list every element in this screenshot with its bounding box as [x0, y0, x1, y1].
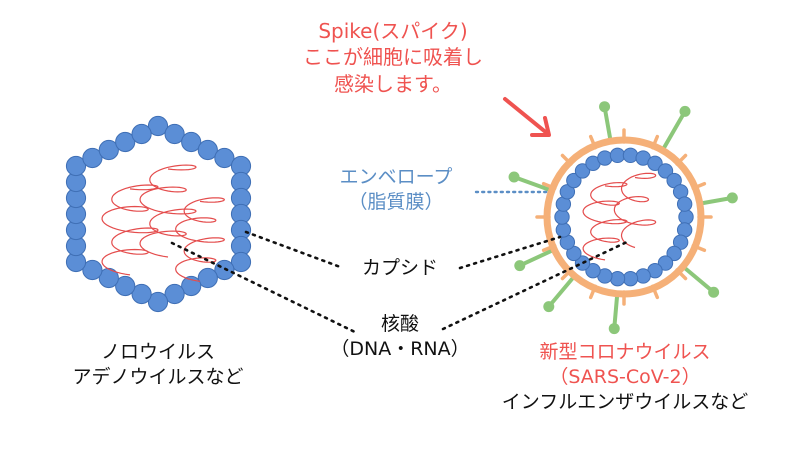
right-virus-nucleic-acid: [582, 172, 657, 261]
envelope-with-spikes: [508, 101, 738, 335]
capsid-bead: [147, 115, 169, 137]
spike-head: [608, 323, 620, 335]
capsid-bead: [657, 255, 674, 271]
capsid-bead: [609, 147, 626, 164]
capsid-bead: [115, 275, 136, 297]
capsid-bead: [131, 123, 152, 145]
envelope-label-line-1: エンベロープ: [339, 166, 453, 188]
capsid-bead: [676, 196, 693, 212]
spike-stalk: [517, 247, 557, 268]
capsid-bead: [622, 147, 639, 164]
left-virus-nucleic-acid: [101, 164, 225, 282]
envelope-membrane: [543, 136, 705, 298]
spike-label: Spike(スパイク) ここが細胞に吸着し 感染します。: [303, 18, 483, 97]
nucleic-acid-strand: [582, 181, 628, 261]
nucleic-acid-strand: [175, 197, 225, 282]
capsid-bead: [82, 147, 103, 169]
leader-capsid-right: [458, 235, 562, 270]
capsid-bead: [147, 291, 169, 313]
spike-head: [508, 171, 520, 183]
spike-label-line-1: Spike(スパイク): [318, 19, 468, 43]
capsid-label-text: カプシド: [361, 257, 439, 279]
capsid-bead: [164, 123, 185, 145]
capsid-label: カプシド: [362, 256, 438, 281]
left-virus-caption-line-1: ノロウイルス: [100, 341, 216, 363]
spike-pointer-arrow: [503, 97, 551, 137]
capsid-bead: [98, 139, 119, 161]
leader-lines: [170, 230, 631, 335]
capsid-bead: [230, 251, 252, 273]
capsid-bead: [181, 131, 202, 153]
capsid-bead: [585, 262, 601, 279]
nucleic-acid-strand: [139, 164, 197, 258]
capsid-bead: [164, 283, 185, 305]
spike-head: [514, 260, 526, 272]
nucleic-acid-label-line-2: （DNA・RNA）: [330, 338, 470, 361]
spike-stalk: [512, 174, 554, 193]
capsid-bead: [65, 155, 87, 177]
right-virus-caption-line-2: （SARS-CoV-2）: [549, 366, 701, 389]
nucleic-acid-label-line-1: 核酸: [380, 313, 420, 335]
capsid-bead: [622, 270, 639, 287]
right-virus-caption-line-1: 新型コロナウイルス: [539, 341, 711, 363]
nucleic-acid-strand: [613, 172, 657, 249]
leader-nucleic-right: [441, 239, 631, 331]
capsid-bead: [554, 209, 570, 225]
capsid-bead: [131, 283, 152, 305]
leader-capsid-left: [244, 230, 345, 270]
left-virus-capsid: [65, 115, 252, 313]
capsid-bead: [609, 270, 626, 287]
spike-stalk: [660, 109, 687, 153]
leader-nucleic-left: [170, 241, 359, 335]
spike-head: [726, 192, 738, 204]
capsid-bead: [678, 209, 694, 225]
capsid-bead: [657, 163, 674, 179]
left-virus-caption-line-2: アデノウイルスなど: [72, 366, 244, 389]
capsid-bead: [597, 150, 613, 166]
spike-stalk: [602, 104, 613, 144]
capsid-bead: [214, 147, 235, 169]
spike-head: [708, 286, 720, 298]
capsid-bead: [197, 267, 218, 289]
nucleic-acid-strand: [101, 184, 159, 276]
right-virus-caption: 新型コロナウイルス （SARS-CoV-2） インフルエンザウイルスなど: [502, 340, 748, 415]
capsid-bead: [115, 131, 136, 153]
nucleic-acid-label: 核酸 （DNA・RNA）: [330, 312, 469, 362]
left-virus-caption: ノロウイルス アデノウイルスなど: [72, 340, 243, 390]
spike-label-line-3: 感染します。: [334, 71, 452, 96]
envelope-label: エンベロープ （脂質膜）: [340, 165, 453, 215]
right-virus-capsid: [554, 147, 694, 287]
spike-stalk: [612, 291, 620, 331]
capsid-bead: [197, 139, 218, 161]
spike-head: [599, 101, 611, 113]
spike-head: [543, 301, 555, 313]
spike-head: [679, 105, 691, 117]
envelope-label-line-2: （脂質膜）: [348, 191, 444, 214]
capsid-bead: [635, 268, 651, 284]
capsid-bead: [566, 172, 582, 189]
capsid-bead: [82, 259, 103, 281]
capsid-bead: [574, 163, 591, 179]
spike-stalk: [680, 264, 716, 295]
spike-label-line-2: ここが細胞に吸着し: [303, 45, 483, 70]
capsid-bead: [666, 245, 682, 262]
capsid-bead: [555, 222, 572, 238]
right-virus-caption-line-3: インフルエンザウイルスなど: [501, 391, 749, 414]
capsid-bead: [647, 155, 663, 172]
spike-stalk: [546, 273, 577, 309]
